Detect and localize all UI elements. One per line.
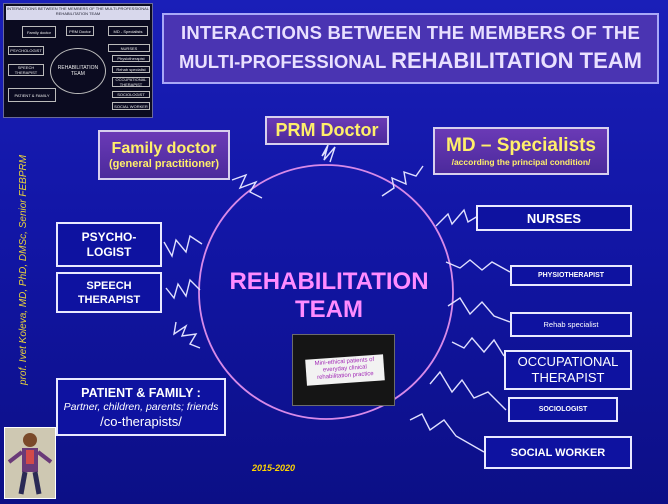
years-label: 2015-2020 [252, 463, 296, 473]
speech-therapist-box: SPEECH THERAPIST [56, 272, 162, 313]
sociologist-label: SOCIOLOGIST [538, 406, 588, 413]
physiotherapist-box: PHYSIOTHERAPIST [510, 265, 632, 286]
slide-title: INTERACTIONS BETWEEN THE MEMBERS OF THE … [162, 13, 659, 84]
link-ot [451, 336, 505, 357]
md-specialists-label: MD – Specialists [446, 135, 596, 156]
prm-doctor-label: PRM Doctor [275, 120, 379, 140]
thumbnail-rehab: Rehab specialist [112, 66, 150, 73]
link-rehab [447, 297, 511, 323]
rehab-specialist-box: Rehab specialist [510, 312, 632, 337]
thumbnail-md: MD - Specialists [108, 26, 148, 36]
social-worker-label: SOCIAL WORKER [510, 446, 606, 459]
link-family [231, 173, 263, 199]
thumbnail-nurses: NURSES [108, 44, 150, 52]
slide-thumbnail: INTERACTIONS BETWEEN THE MEMBERS OF THE … [3, 3, 153, 118]
link-prm [321, 144, 336, 163]
patient-family-label: PATIENT & FAMILY : [81, 385, 201, 400]
psychologist-box: PSYCHO- LOGIST [56, 222, 162, 267]
thumbnail-ot: OCCUPATIONAL THERAPIST [112, 77, 150, 87]
speech-line-1: SPEECH [86, 279, 132, 292]
thumbnail-title: INTERACTIONS BETWEEN THE MEMBERS OF THE … [6, 6, 150, 20]
rehabilitation-team-label: REHABILITATION TEAM [218, 268, 440, 324]
occupational-therapist-box: OCCUPATIONAL THERAPIST [504, 350, 632, 390]
speech-line-2: THERAPIST [77, 293, 141, 306]
patient-family-sub: Partner, children, parents; friends [63, 400, 219, 413]
family-doctor-box: Family doctor (general practitioner) [98, 130, 230, 180]
link-speech [165, 278, 201, 300]
thumbnail-physio: Physiotherapist [112, 55, 150, 62]
nurses-box: NURSES [476, 205, 632, 231]
video-note: Mini-ethical patients of everyday clinic… [305, 354, 385, 386]
link-social-worker [409, 413, 485, 453]
md-specialists-box: MD – Specialists /according the principa… [433, 127, 609, 175]
family-doctor-sub: (general practitioner) [108, 158, 220, 170]
physiotherapist-label: PHYSIOTHERAPIST [537, 272, 605, 279]
thumbnail-sw: SOCIAL WORKER [112, 102, 150, 110]
link-md [381, 165, 424, 197]
thumbnail-speech: SPEECH THERAPIST [8, 64, 44, 76]
thumbnail-family: Family doctor [22, 26, 56, 38]
nurses-label: NURSES [526, 210, 582, 226]
patient-family-box: PATIENT & FAMILY : Partner, children, pa… [56, 378, 226, 436]
link-nurses [435, 208, 479, 227]
link-psych [163, 234, 203, 258]
psychologist-line-2: LOGIST [86, 244, 132, 259]
social-worker-box: SOCIAL WORKER [484, 436, 632, 469]
person-icon [7, 433, 53, 495]
ot-line-1: OCCUPATIONAL [517, 354, 619, 369]
link-sociologist [429, 370, 507, 411]
md-specialists-sub: /according the principal condition/ [451, 157, 591, 167]
title-line-1: INTERACTIONS BETWEEN THE MEMBERS OF THE [181, 22, 640, 43]
link-patient [173, 321, 201, 349]
link-physio [445, 259, 511, 273]
patient-family-sub2: /co-therapists/ [100, 413, 182, 429]
thumbnail-socio: SOCIOLOGIST [112, 91, 150, 98]
thumbnail-center: REHABILITATION TEAM [50, 48, 106, 94]
psychologist-line-1: PSYCHO- [81, 229, 137, 244]
team-circle [198, 164, 454, 420]
cartoon-portrait [4, 427, 56, 499]
title-line-2-suffix: REHABILITATION TEAM [391, 47, 642, 73]
sociologist-box: SOCIOLOGIST [508, 397, 618, 422]
family-doctor-label: Family doctor [111, 140, 217, 157]
ot-line-2: THERAPIST [531, 370, 605, 385]
prm-doctor-box: PRM Doctor [265, 116, 389, 145]
rehab-specialist-label: Rehab specialist [543, 320, 599, 329]
title-line-2-prefix: MULTI-PROFESSIONAL [178, 50, 386, 72]
title-line-2: MULTI-PROFESSIONAL REHABILITATION TEAM [164, 47, 657, 73]
embedded-video[interactable]: Mini-ethical patients of everyday clinic… [292, 334, 395, 406]
center-line-1: REHABILITATION [229, 268, 429, 295]
thumbnail-patient: PATIENT & FAMILY [8, 88, 56, 102]
center-line-2: TEAM [295, 296, 363, 323]
thumbnail-psych: PSYCHOLOGIST [8, 46, 44, 55]
thumbnail-prm: PRM Doctor [66, 26, 94, 36]
